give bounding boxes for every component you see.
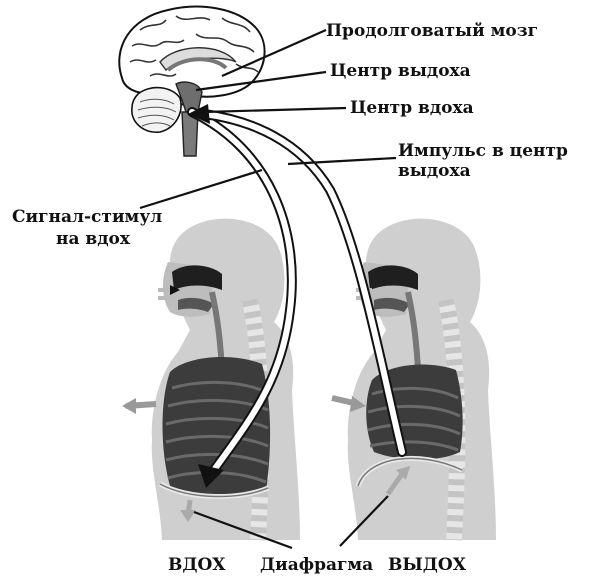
label-exhale-center: Центр выдоха [330,61,471,81]
arrowhead-to-brain [188,104,210,124]
human-torso-exhale-icon [331,218,496,541]
label-impulse-line1: Импульс в центр [398,141,568,161]
label-exhale: ВЫДОХ [388,555,467,575]
label-inhale-center: Центр вдоха [350,98,474,118]
brain-icon [118,5,266,157]
label-signal-line1: Сигнал-стимул [12,207,162,227]
label-medulla: Продолговатый мозг [326,21,538,41]
nerve-pathways [187,104,407,488]
arrowhead-to-inhale [198,464,224,488]
leader-lines [139,28,397,550]
label-signal-line2: на вдох [56,229,131,249]
label-diaphragm: Диафрагма [260,555,373,575]
label-impulse-line2: выдоха [398,161,471,181]
label-inhale: ВДОХ [168,555,226,575]
